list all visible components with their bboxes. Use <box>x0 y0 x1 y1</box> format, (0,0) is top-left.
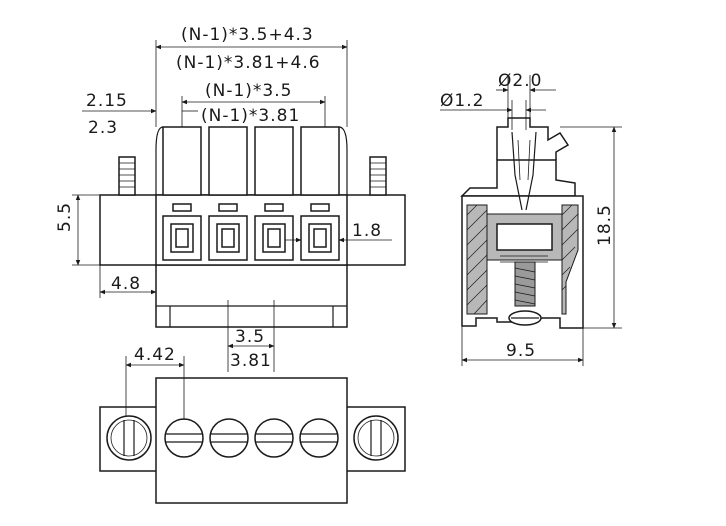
front-slots <box>172 203 330 212</box>
dim-total-381: (N-1)*3.81+4.6 <box>176 53 321 73</box>
bottom-view: 4.42 <box>99 345 406 504</box>
dim-total-35: (N-1)*3.5+4.3 <box>181 25 314 45</box>
side-hatching <box>466 204 579 315</box>
bottom-left-screw <box>106 415 152 461</box>
dim-window-18: 1.8 <box>352 221 382 241</box>
side-spring-clip <box>511 131 537 211</box>
front-dimensions <box>72 40 392 372</box>
bottom-terminal-screws <box>164 418 339 458</box>
side-shoulder <box>460 159 576 197</box>
dim-pitch-span-35: (N-1)*3.5 <box>205 81 292 101</box>
dim-pitch-381: 3.81 <box>230 351 272 371</box>
dim-screw-442: 4.42 <box>134 345 176 365</box>
front-view: (N-1)*3.5+4.3 (N-1)*3.81+4.6 (N-1)*3.5 (… <box>55 25 406 372</box>
dim-pin-20: Ø2.0 <box>498 71 542 91</box>
dim-flange-48: 4.8 <box>111 274 141 294</box>
left-flange-screw <box>118 156 136 196</box>
front-lower-body <box>155 264 348 328</box>
side-view: Ø2.0 Ø1.2 18.5 9.5 <box>440 71 622 366</box>
side-top-cap <box>496 117 570 160</box>
front-wire-windows <box>162 215 340 261</box>
side-dimensions <box>440 75 622 366</box>
dim-pitch-35: 3.5 <box>235 327 265 347</box>
front-towers <box>155 126 348 196</box>
dim-pin-12: Ø1.2 <box>440 91 484 111</box>
dim-height-55: 5.5 <box>55 202 75 232</box>
side-clamp-screw <box>508 261 542 326</box>
right-flange-screw <box>369 156 387 196</box>
dim-pitch-span-381: (N-1)*3.81 <box>201 106 300 126</box>
dim-edge-23: 2.3 <box>88 118 118 138</box>
dim-height-185: 18.5 <box>595 204 615 246</box>
dim-depth-95: 9.5 <box>506 341 536 361</box>
bottom-dimensions <box>125 356 185 420</box>
bottom-right-screw <box>353 415 399 461</box>
dim-edge-215: 2.15 <box>86 91 128 111</box>
